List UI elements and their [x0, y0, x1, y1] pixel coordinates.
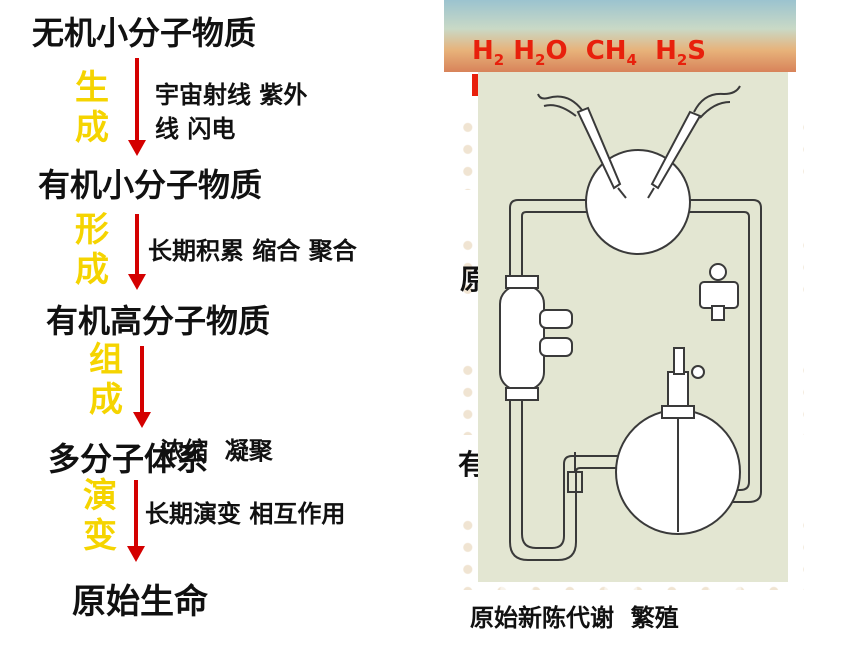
conditions-step-3: 浓缩 凝聚 [160, 366, 273, 502]
formula-h2: H2 [472, 36, 505, 70]
apparatus-caption: 原始新陈代谢 繁殖 [470, 604, 679, 632]
formula-ch4: CH4 [585, 36, 637, 70]
stage-multimolecular-system: 多分子体系 [48, 440, 209, 478]
verb-char: 生 [75, 68, 109, 108]
formula-clip-mark [472, 74, 478, 96]
stopcock-right [699, 281, 739, 309]
spark-flask [585, 149, 691, 255]
stage-primitive-life: 原始生命 [72, 582, 208, 622]
arrow-shaft [140, 346, 144, 414]
conditions-step-2: 长期积累 缩合 聚合 [148, 234, 357, 268]
arrow-head [128, 274, 146, 290]
header-image-strip [444, 0, 796, 72]
electrode-right [650, 110, 702, 190]
verb-evolve: 演 变 [80, 476, 120, 556]
verb-char: 成 [75, 108, 109, 148]
conditions-step-4: 长期演变 相互作用 [145, 497, 345, 531]
condition-line: 长期积累 缩合 聚合 [148, 237, 357, 265]
condition-line: 浓缩 凝聚 [160, 437, 273, 465]
verb-char: 成 [89, 380, 123, 420]
verb-char: 成 [75, 250, 109, 290]
condition-line: 宇宙射线 紫外 [155, 81, 308, 109]
arrow-head [127, 546, 145, 562]
condenser [499, 285, 545, 391]
verb-form: 形 成 [72, 210, 112, 290]
verb-generate: 生 成 [72, 68, 112, 148]
arrow-shaft [134, 480, 138, 548]
verb-char: 形 [75, 210, 109, 250]
verb-compose: 组 成 [86, 340, 126, 420]
formula-h2s: H2S [655, 36, 707, 70]
verb-char: 变 [83, 516, 117, 556]
electrode-left [576, 106, 622, 190]
verb-char: 演 [83, 476, 117, 516]
formula-h2o: H2O [513, 36, 568, 70]
miller-apparatus-illustration [499, 85, 762, 561]
conditions-step-1: 宇宙射线 紫外 线 闪电 [155, 78, 307, 146]
verb-char: 组 [89, 340, 123, 380]
stage-inorganic-small-molecules: 无机小分子物质 [32, 14, 257, 52]
stage-organic-small-molecules: 有机小分子物质 [38, 166, 263, 204]
condition-line: 线 闪电 [155, 115, 236, 143]
stage-organic-macromolecules: 有机高分子物质 [46, 302, 271, 340]
arrow-shaft [135, 58, 139, 142]
miller-apparatus-panel [478, 72, 788, 582]
condition-line: 长期演变 相互作用 [145, 500, 346, 528]
arrow-head [128, 140, 146, 156]
gas-formulas: H2 H2O CH4 H2S [472, 36, 706, 69]
arrow-head [133, 412, 151, 428]
arrow-shaft [135, 214, 139, 276]
